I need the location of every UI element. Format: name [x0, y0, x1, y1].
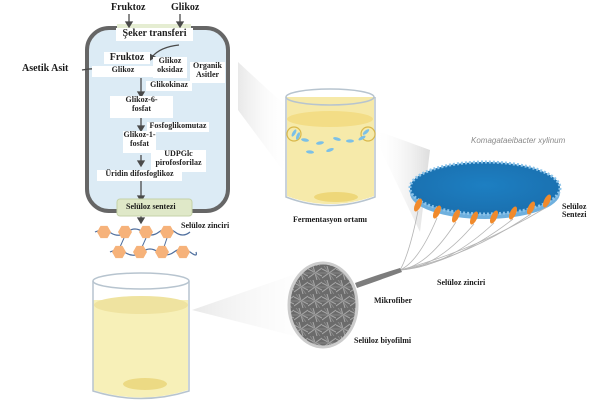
glucose-hexagon — [118, 225, 132, 239]
synthase-protein — [451, 209, 461, 223]
biofilm-magnified — [287, 261, 359, 349]
cellulose-fibril — [399, 213, 532, 271]
cellulose-synthase-box — [116, 198, 193, 217]
bacterium-dot — [291, 129, 297, 137]
bacterium-dot — [362, 129, 370, 135]
glucose-hexagon — [97, 225, 111, 239]
cellulose-fibrils — [399, 206, 548, 271]
glucose-oxidase-line1: Glikoz — [158, 56, 182, 65]
sugar-transfer-label: Şeker transferi — [116, 28, 193, 41]
bacterium-dot — [306, 150, 314, 154]
bacterium-dot — [333, 137, 341, 141]
cellulose-biofilm-label: Selüloz biyofilmi — [354, 336, 412, 345]
bacterium-dot — [316, 141, 324, 145]
organic-acids-label: Organik Asitler — [190, 61, 225, 83]
udp-glucose-label: Üridin difosfoglikoz — [97, 169, 182, 181]
input-fructose: Fruktoz — [111, 2, 146, 13]
synthase-protein — [413, 198, 423, 212]
fructose-label: Fruktoz — [104, 52, 150, 64]
glucose-hexagon — [155, 245, 169, 259]
phosphoglucomutase-label: Fosfoglikomutaz — [147, 121, 209, 132]
cellulose-fibril — [399, 217, 438, 271]
glucose-label: Glikoz — [92, 65, 154, 77]
fermentation-medium-label: Fermentasyon ortamı — [293, 215, 367, 224]
glucose-hexagon — [176, 245, 190, 259]
udpg-pyrophosphorylase-label: UDPGlc pirofosforilaz — [151, 149, 206, 172]
hexagon-group — [97, 225, 190, 259]
bacterium-dot — [295, 132, 301, 140]
bacterium-dot — [326, 147, 334, 153]
glucokinase-label: Glikokinaz — [146, 80, 192, 91]
bacterium-disc — [408, 160, 562, 219]
acetic-acid-label: Asetik Asit — [22, 63, 69, 74]
g1p-label: Glikoz-1- fosfat — [123, 130, 156, 153]
g6p-label: Glikoz-6- fosfat — [110, 95, 173, 118]
cellulose-chain-label-2: Selüloz zinciri — [437, 278, 486, 287]
g6p-line1: Glikoz-6- — [125, 95, 158, 104]
synthase-protein — [432, 205, 442, 219]
cellulose-synthase-protein-label: Selüloz Sentezi — [562, 202, 587, 220]
glucose-oxidase-line2: oksidaz — [157, 64, 183, 74]
fermentation-beaker — [285, 88, 376, 207]
cellulose-fibril — [399, 210, 419, 271]
cellulose-fibril — [399, 206, 548, 271]
bacterium-dot — [301, 138, 309, 142]
udpg-line2: pirofosforilaz — [155, 157, 202, 167]
synthase-line1: Selüloz — [562, 202, 587, 211]
synthase-protein — [526, 201, 536, 215]
pathway-arrows — [81, 14, 185, 225]
microfiber-label: Mikrofiber — [374, 296, 413, 305]
input-glucose: Glikoz — [171, 2, 200, 13]
bacterium-dot — [346, 139, 354, 143]
synthase-protein — [508, 206, 518, 220]
glucose-hexagon — [133, 245, 147, 259]
g1p-line1: Glikoz-1- — [123, 130, 156, 139]
cellulose-fibril — [399, 218, 514, 271]
synthase-proteins — [413, 194, 552, 225]
species-label: Komagataeibacter xylinum — [471, 136, 566, 145]
g1p-line2: fosfat — [129, 138, 150, 148]
synthase-protein — [542, 194, 552, 208]
bacteria-dots — [291, 129, 370, 154]
biofilm-beaker — [92, 272, 190, 400]
projection-cone-cell — [238, 62, 290, 180]
glucose-hexagon — [139, 225, 153, 239]
bacterium-dot — [358, 135, 366, 141]
cellulose-synthase-label: Selüloz sentezi — [126, 202, 176, 211]
glucose-hexagon — [112, 245, 126, 259]
microfiber-bundle — [355, 268, 402, 288]
g6p-line2: fosfat — [131, 103, 152, 113]
udpg-line1: UDPGlc — [164, 149, 193, 158]
glucose-oxidase-label: Glikoz oksidaz — [153, 56, 187, 78]
synthase-protein — [489, 210, 499, 224]
cellulose-chain-label: Selüloz zinciri — [181, 221, 230, 230]
organic-acids-line1: Organik — [193, 61, 222, 70]
synthase-line2: Sentezi — [562, 210, 587, 220]
synthase-protein — [469, 211, 479, 225]
organic-acids-line2: Asitler — [195, 69, 220, 79]
glucose-hexagon — [160, 225, 174, 239]
